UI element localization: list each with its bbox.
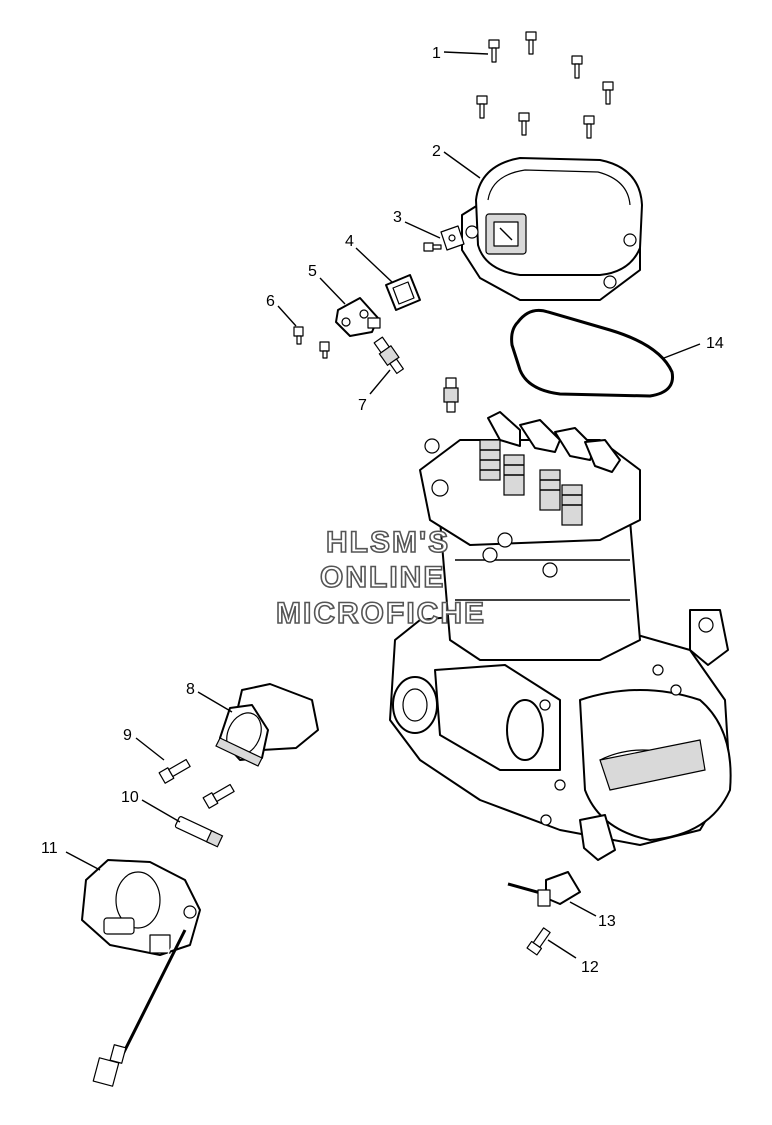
callout-6: 6 <box>266 293 275 310</box>
rocker-arms <box>487 411 621 473</box>
watermark: HLSM'S ONLINE MICROFICHE <box>275 525 486 631</box>
throttle-body <box>81 859 201 1087</box>
callout-14: 14 <box>706 335 724 352</box>
sensor-housing <box>335 297 381 337</box>
watermark-line-3: MICROFICHE <box>276 597 486 630</box>
valve-cover <box>461 157 643 301</box>
leader-lines <box>65 51 701 959</box>
watermark-line-1: HLSM'S <box>326 526 450 559</box>
thermostat-housing <box>689 609 729 666</box>
callout-labels: 1 2 3 4 5 6 7 8 9 10 11 12 13 14 <box>41 45 724 976</box>
bolt <box>202 783 235 809</box>
starter-motor <box>392 664 561 771</box>
bolt <box>518 112 530 136</box>
callout-9: 9 <box>123 727 132 744</box>
bolt <box>602 81 614 105</box>
bolt <box>583 115 595 139</box>
bolt <box>571 55 583 79</box>
spark-plug <box>373 336 404 375</box>
engine-block <box>389 411 732 861</box>
cover-plate <box>423 225 465 252</box>
square-gasket <box>385 274 421 311</box>
valve-springs <box>479 439 583 526</box>
watermark-line-2: ONLINE <box>320 561 445 594</box>
callout-13: 13 <box>598 913 616 930</box>
bolt <box>158 758 191 784</box>
crank-sensor <box>507 871 581 907</box>
sensor-pin <box>174 816 224 848</box>
callout-7: 7 <box>358 397 367 414</box>
callout-4: 4 <box>345 233 354 250</box>
intake-bolts <box>158 758 235 809</box>
callout-3: 3 <box>393 209 402 226</box>
cover-bolts <box>476 31 614 139</box>
callout-12: 12 <box>581 959 599 976</box>
cover-gasket <box>510 308 675 398</box>
spark-plug <box>443 377 459 413</box>
sensor-screw <box>526 927 551 956</box>
spark-plugs <box>373 336 459 413</box>
callout-8: 8 <box>186 681 195 698</box>
callout-5: 5 <box>308 263 317 280</box>
intake-boot <box>215 683 319 767</box>
oil-pump <box>579 814 616 861</box>
callout-1: 1 <box>432 45 441 62</box>
callout-10: 10 <box>121 789 139 806</box>
bolt <box>476 95 488 119</box>
callout-11: 11 <box>41 840 58 857</box>
callout-2: 2 <box>432 143 441 160</box>
bolt <box>525 31 537 55</box>
bolt <box>488 39 500 63</box>
housing-screws <box>293 326 330 359</box>
